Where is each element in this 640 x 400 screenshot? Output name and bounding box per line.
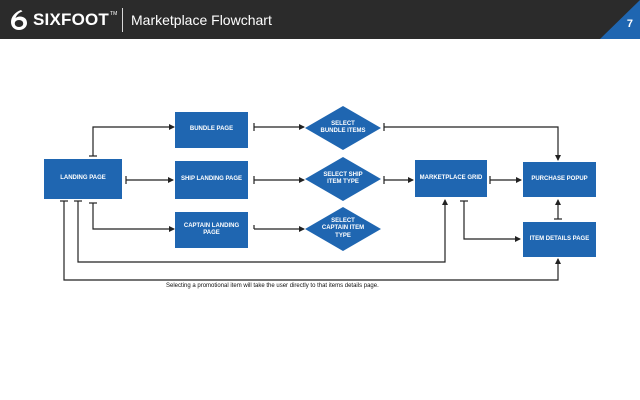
decision-diamond-shape xyxy=(305,106,381,150)
decision-label: SELECT BUNDLE ITEMS xyxy=(320,120,366,135)
connector-landing-to-bundle xyxy=(92,124,175,156)
decision-label: SELECT CAPTAIN ITEM TYPE xyxy=(321,217,365,239)
decision-select-ship-item-type: SELECT SHIP ITEM TYPE xyxy=(305,157,381,201)
sixfoot-logo: SIXFOOT TM xyxy=(8,8,117,32)
header-bar: SIXFOOT TM Marketplace Flowchart 7 xyxy=(0,0,640,39)
page-corner-triangle xyxy=(600,0,640,39)
decision-select-bundle-items: SELECT BUNDLE ITEMS xyxy=(305,106,381,150)
node-ship-landing-page: SHIP LANDING PAGE xyxy=(175,161,248,199)
connector-landing-to-captain xyxy=(92,203,175,232)
decision-select-captain-item-type: SELECT CAPTAIN ITEM TYPE xyxy=(305,207,381,251)
node-landing-page: LANDING PAGE xyxy=(44,159,122,199)
decision-diamond-shape xyxy=(305,157,381,201)
node-bundle-page: BUNDLE PAGE xyxy=(175,112,248,148)
trademark-mark: TM xyxy=(110,11,118,17)
brand-name: SIXFOOT xyxy=(33,10,110,29)
page-title: Marketplace Flowchart xyxy=(131,12,272,28)
header-divider xyxy=(122,8,123,32)
page-number: 7 xyxy=(626,18,633,30)
node-captain-landing-page: CAPTAIN LANDING PAGE xyxy=(175,212,248,248)
node-item-details-page: ITEM DETAILS PAGE xyxy=(523,222,596,257)
connector-landing-to-grid xyxy=(77,199,448,263)
connector-grid-to-details xyxy=(463,201,521,242)
promotional-item-note: Selecting a promotional item will take t… xyxy=(166,283,379,289)
decision-label: SELECT SHIP ITEM TYPE xyxy=(323,171,363,186)
node-purchase-popup: PURCHASE POPUP xyxy=(523,162,596,197)
connector-select-bundle-to-purchase xyxy=(384,126,561,161)
node-marketplace-grid: MARKETPLACE GRID xyxy=(415,160,487,197)
decision-diamond-shape xyxy=(305,207,381,251)
connector-landing-to-details xyxy=(63,201,561,281)
sixfoot-logo-icon xyxy=(11,10,27,30)
